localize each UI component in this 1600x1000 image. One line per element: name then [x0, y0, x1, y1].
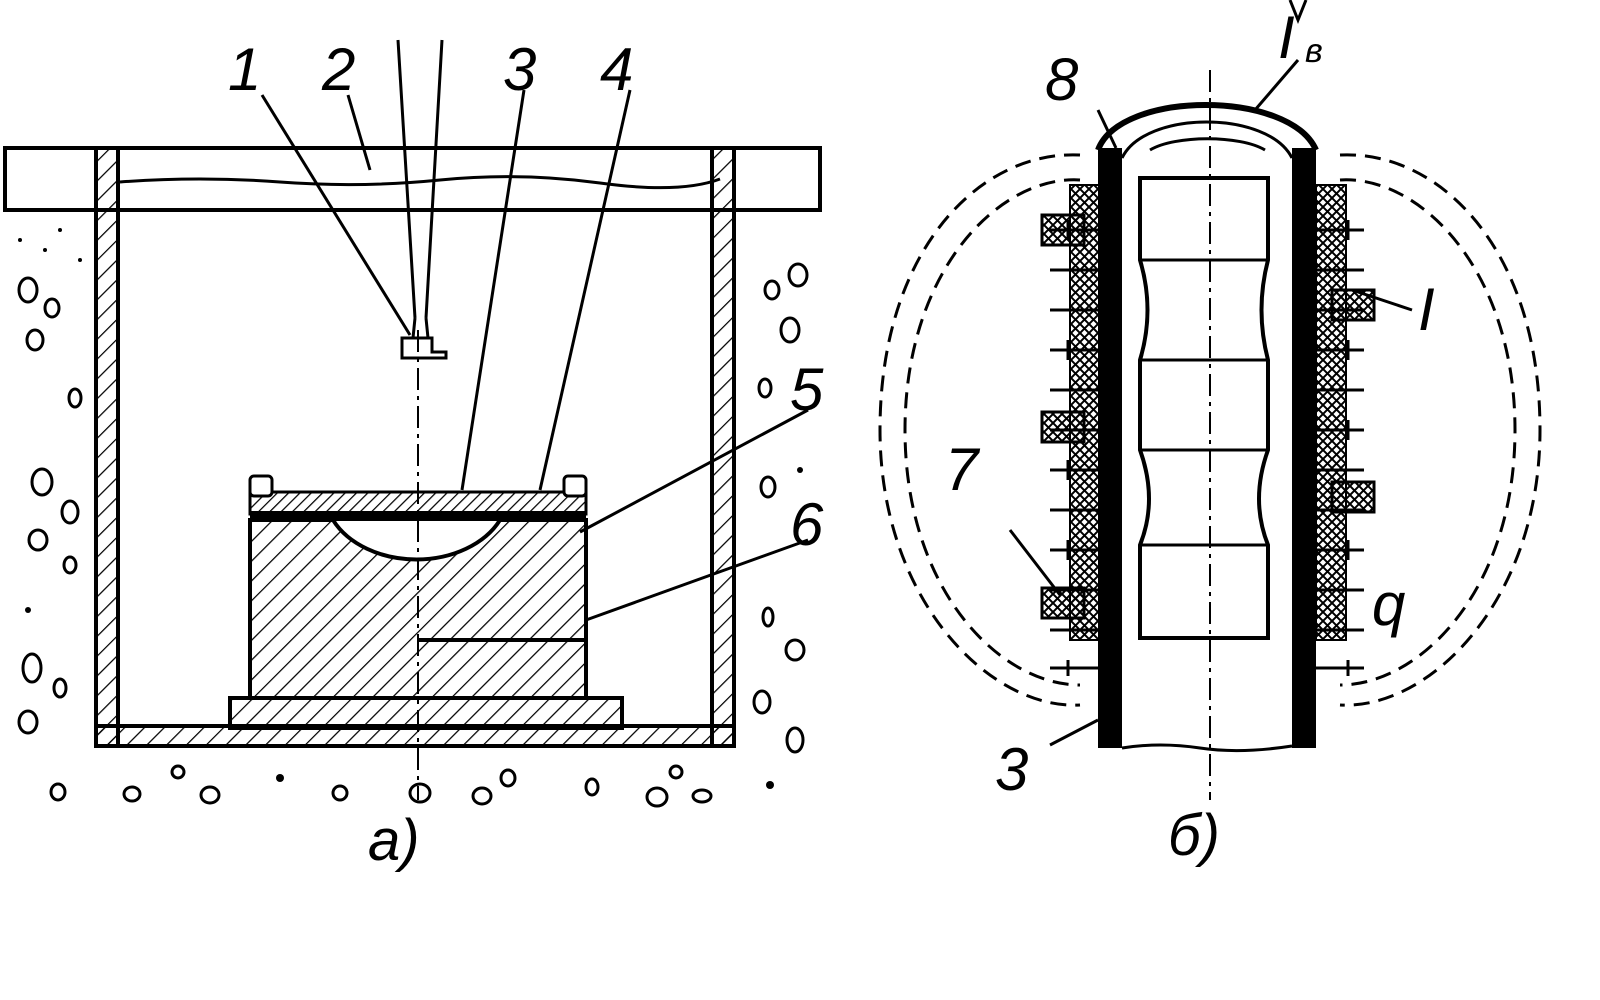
pressure-marks [1050, 228, 1364, 670]
caption-b: б) [1168, 803, 1220, 868]
inductor-coil-left [1040, 184, 1101, 641]
tank-wall-left [94, 146, 120, 748]
caption-a: а) [368, 808, 420, 873]
soil-particles [17, 262, 809, 808]
label-7: 7 [945, 436, 981, 503]
figure-a: 1 2 3 4 5 6 а) [3, 36, 824, 873]
sheet-blank [250, 511, 586, 521]
label-q: q [1372, 571, 1405, 638]
current-arc-inner [1149, 137, 1266, 152]
tube-wall-left [1098, 148, 1122, 748]
label-I: I [1418, 276, 1435, 343]
label-1: 1 [228, 36, 261, 103]
electrode-wires [396, 39, 444, 339]
label-Ib: I [1278, 4, 1295, 71]
figure-b: 8 I в I 7 q 3 б) [878, 0, 1542, 868]
pressure-ticks-vertical [1066, 220, 1350, 676]
label-4: 4 [600, 36, 633, 103]
leader-lines-b [1008, 0, 1413, 747]
liquid-surface [119, 175, 721, 190]
label-6: 6 [790, 491, 824, 558]
soil-specks [18, 228, 803, 789]
workpiece [1138, 176, 1270, 640]
label-5: 5 [790, 356, 824, 423]
label-8: 8 [1045, 46, 1079, 113]
tube-dome [1095, 102, 1319, 152]
inductor-coil-right [1315, 184, 1376, 641]
clamp-bolt-left [248, 474, 274, 498]
die-channel-fill [418, 640, 586, 698]
field-lines-left [878, 153, 1081, 707]
field-lines-right [1339, 153, 1542, 707]
clamp-bolt-right [562, 474, 588, 498]
electrode [400, 336, 448, 360]
base-plate [228, 696, 624, 730]
tube-dome-inner [1120, 120, 1294, 159]
label-3b: 3 [995, 736, 1028, 803]
leader-lines-a [260, 89, 809, 622]
tank-wall-right [710, 146, 736, 748]
top-slab [3, 146, 822, 212]
label-Ib-subscript: в [1305, 32, 1323, 70]
tube-bottom-edge [1121, 743, 1293, 753]
tube-wall-right [1292, 148, 1316, 748]
label-2: 2 [321, 36, 355, 103]
label-3: 3 [503, 36, 536, 103]
